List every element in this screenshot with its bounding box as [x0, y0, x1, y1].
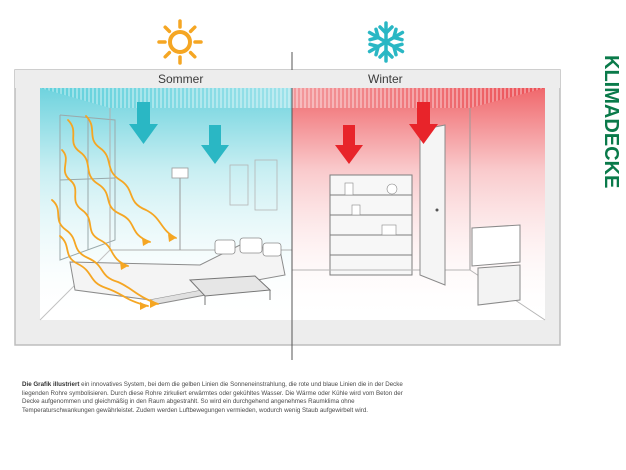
sideboard: [471, 224, 521, 306]
cooling-arrows: [129, 102, 229, 164]
cool-arrow-down-icon: [201, 125, 229, 164]
bookshelf: [329, 174, 413, 276]
summer-label: Sommer: [158, 72, 204, 86]
winter-room: [292, 88, 546, 321]
sun-icon: [157, 19, 203, 65]
brand-title: KLIMADECKE: [600, 55, 622, 189]
caption: Die Grafik illustriert ein innovatives S…: [22, 381, 422, 415]
heat-arrow-down-icon: [335, 125, 363, 164]
sunlight-ray-tips: [120, 234, 176, 310]
winter-label: Winter: [368, 72, 403, 86]
heat-arrow-down-icon: [409, 102, 438, 144]
caption-lead: Die Grafik illustriert: [22, 381, 80, 388]
cool-arrow-down-icon: [129, 102, 158, 144]
sunlight-rays: [51, 115, 177, 307]
coffee-table: [188, 275, 272, 305]
heating-arrows: [335, 102, 438, 164]
caption-text: ein innovatives System, bei dem die gelb…: [22, 381, 403, 414]
snowflake-icon: [367, 21, 405, 63]
summer-room: [39, 88, 292, 321]
